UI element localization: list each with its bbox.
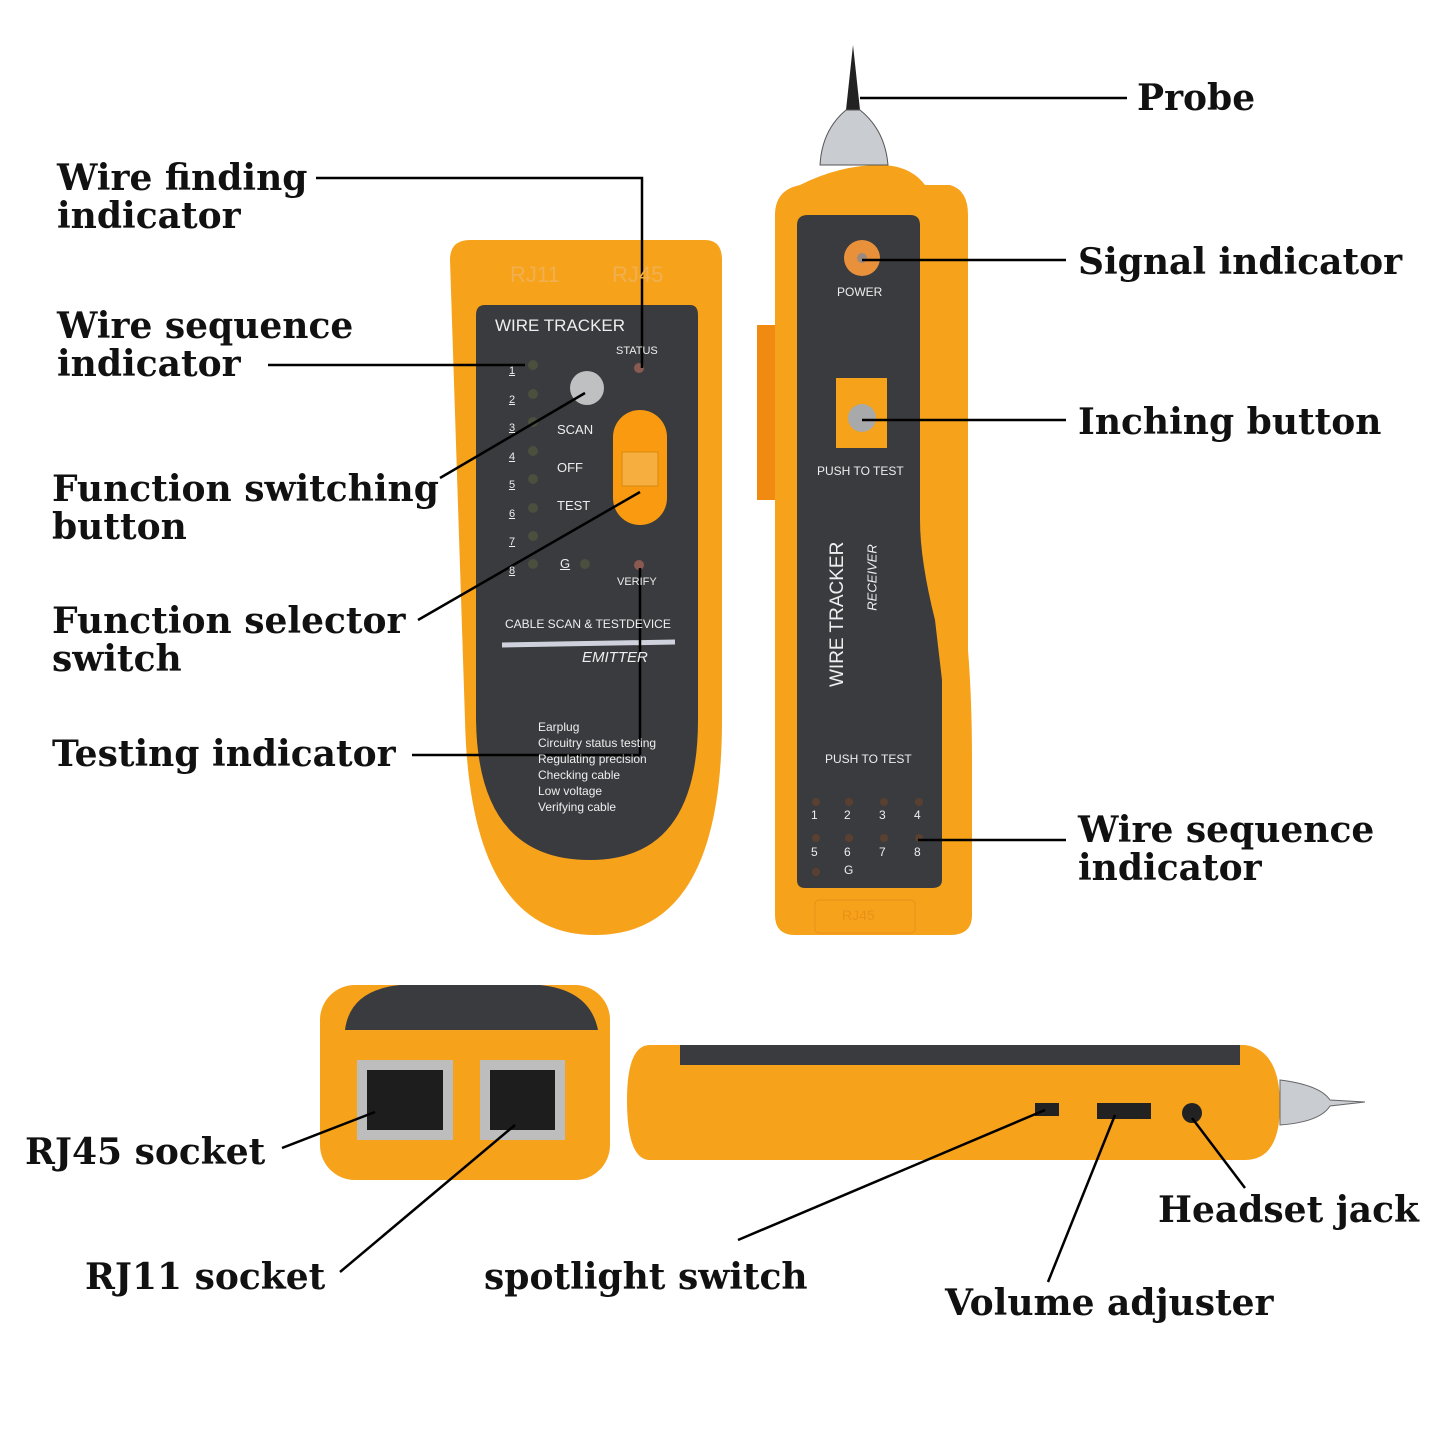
emitter-embossed-rj45: RJ45 xyxy=(612,262,664,287)
label-line: Wire finding xyxy=(57,157,308,199)
receiver-ground-label: G xyxy=(844,863,854,877)
label-line: indicator xyxy=(1078,847,1262,889)
emitter-embossed-rj11: RJ11 xyxy=(510,262,560,287)
receiver-panel xyxy=(797,215,942,888)
function-item: Low voltage xyxy=(538,784,603,798)
receiver-led-number: 4 xyxy=(914,808,921,822)
emitter-ground-label: G xyxy=(560,556,571,571)
verify-label: VERIFY xyxy=(617,576,657,588)
function-item: Circuitry status testing xyxy=(538,736,657,750)
emitter-subtitle: CABLE SCAN & TESTDEVICE xyxy=(505,617,671,631)
label-signal-indicator: Signal indicator xyxy=(1078,241,1403,283)
label-testing-indicator: Testing indicator xyxy=(52,733,396,775)
emitter-title: WIRE TRACKER xyxy=(495,316,626,335)
function-item: Earplug xyxy=(538,720,580,734)
label-probe: Probe xyxy=(1137,77,1256,119)
receiver-led-number: 3 xyxy=(879,808,886,822)
led-number: 6 xyxy=(508,507,516,520)
receiver-side-body xyxy=(627,1045,1280,1160)
emitter-stripe xyxy=(501,639,676,648)
test-label: TEST xyxy=(557,498,591,513)
receiver-led-number: 7 xyxy=(879,845,886,859)
status-label: STATUS xyxy=(616,345,658,357)
verify-led xyxy=(634,560,644,570)
headset-jack xyxy=(1182,1103,1202,1123)
off-label: OFF xyxy=(557,460,583,475)
label-line: indicator xyxy=(57,343,241,385)
label-headset-jack: Headset jack xyxy=(1158,1189,1419,1231)
label-rj11-socket: RJ11 socket xyxy=(85,1256,326,1298)
label-line: button xyxy=(52,506,187,548)
probe-tip xyxy=(846,45,860,110)
label-line: indicator xyxy=(57,195,241,237)
function-item: Verifying cable xyxy=(538,800,617,814)
receiver-embossed-rj45: RJ45 xyxy=(842,907,875,923)
label-line: Function switching xyxy=(52,468,439,510)
led-number: 2 xyxy=(508,393,516,406)
emitter-function-list: Earplug Circuitry status testing Regulat… xyxy=(538,719,656,815)
receiver-led-number: 5 xyxy=(811,845,818,859)
receiver-led-number: 2 xyxy=(844,808,851,822)
receiver-model: RECEIVER xyxy=(864,544,880,611)
led-number: 4 xyxy=(508,450,516,463)
label-inching-button: Inching button xyxy=(1078,401,1382,443)
emitter-led-numbers: 1 2 3 4 5 6 7 8 xyxy=(497,357,527,585)
inching-button xyxy=(848,404,876,432)
led-number: 8 xyxy=(508,564,516,577)
led-number: 7 xyxy=(508,536,516,548)
function-item: Checking cable xyxy=(538,768,621,782)
label-rj45-socket: RJ45 socket xyxy=(25,1131,266,1173)
volume-adjuster xyxy=(1097,1103,1151,1119)
power-label: POWER xyxy=(837,285,883,299)
receiver-wire-leds xyxy=(812,798,923,876)
push-to-test-bottom: PUSH TO TEST xyxy=(825,752,912,766)
label-line: Wire sequence xyxy=(57,305,354,347)
leader-lines xyxy=(268,96,1246,1283)
side-probe xyxy=(1279,1079,1366,1126)
scan-label: SCAN xyxy=(557,422,594,437)
receiver-led-number: 1 xyxy=(811,808,818,822)
label-line: switch xyxy=(52,638,182,680)
emitter-model: EMITTER xyxy=(582,649,648,666)
label-volume-adjuster: Volume adjuster xyxy=(945,1282,1274,1324)
receiver-led-number: 8 xyxy=(914,845,921,859)
function-item: Regulating precision xyxy=(538,752,647,766)
receiver-side-clip xyxy=(757,325,775,500)
label-line: Wire sequence xyxy=(1078,809,1375,851)
receiver-led-number: 6 xyxy=(844,845,851,859)
label-line: Function selector xyxy=(52,600,406,642)
receiver-title: WIRE TRACKER xyxy=(827,541,848,687)
label-spotlight-switch: spotlight switch xyxy=(484,1256,808,1298)
led-number: 1 xyxy=(508,365,516,377)
push-to-test-top: PUSH TO TEST xyxy=(817,464,904,478)
led-number: 3 xyxy=(508,422,516,434)
led-number: 5 xyxy=(508,479,516,491)
emitter-wire-leds xyxy=(528,360,590,569)
receiver-rj45-port xyxy=(814,899,916,934)
